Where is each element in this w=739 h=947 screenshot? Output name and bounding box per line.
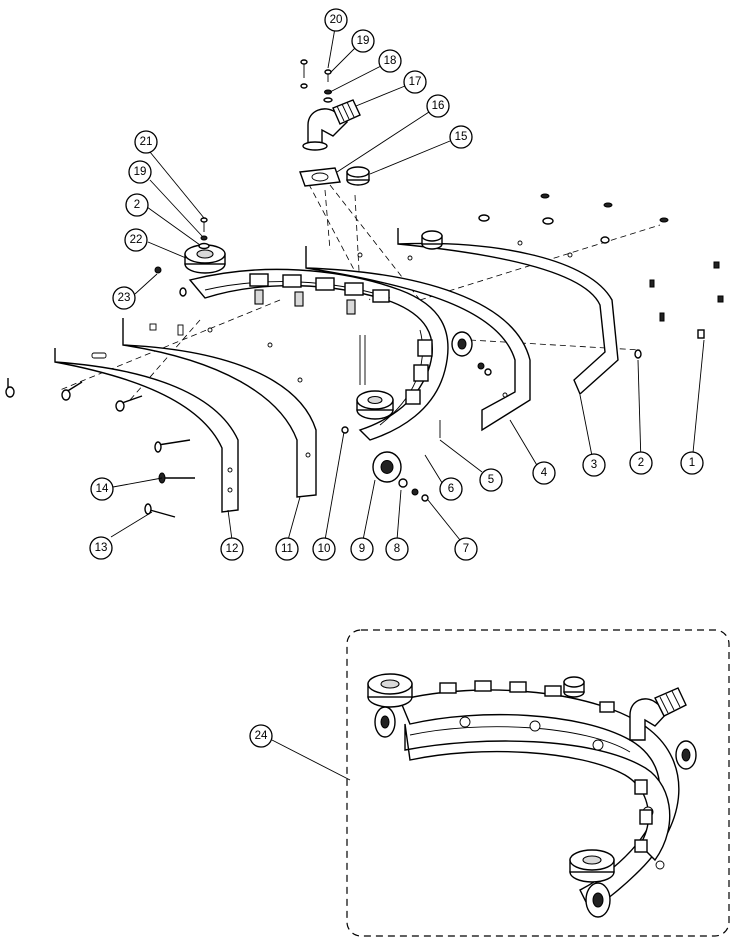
callout-11: 11 (275, 537, 299, 561)
roller-22 (184, 244, 226, 274)
callout-12: 12 (220, 537, 244, 561)
callout-label: 5 (488, 474, 494, 486)
knob-15 (346, 166, 370, 186)
assembled-frame (399, 680, 680, 911)
screws-21-19-2 (198, 217, 210, 250)
frame-segment (188, 268, 449, 441)
callout-22: 22 (124, 228, 148, 252)
callout-7: 7 (454, 537, 478, 561)
callout-label: 18 (384, 55, 397, 67)
callout-label: 23 (118, 292, 131, 304)
callout-label: 22 (130, 234, 143, 246)
band-4 (305, 246, 531, 432)
callout-label: 16 (432, 100, 445, 112)
band-12 (54, 348, 239, 513)
band-3 (397, 228, 619, 396)
callout-18: 18 (378, 49, 402, 73)
callout-15: 15 (449, 125, 473, 149)
callout-10: 10 (312, 537, 336, 561)
callout-label: 2 (638, 457, 644, 469)
callout-2: 2 (629, 451, 653, 475)
callout-label: 17 (409, 76, 422, 88)
callout-5: 5 (479, 468, 503, 492)
callout-label: 4 (541, 467, 548, 479)
band-11 (122, 318, 317, 498)
flange-16 (299, 167, 341, 187)
hardware-right (154, 193, 724, 502)
caster-wheel-9 (372, 331, 473, 483)
callout-label: 10 (318, 543, 331, 555)
callout-label: 19 (357, 35, 370, 47)
callout-1: 1 (680, 451, 704, 475)
callout-8: 8 (385, 537, 409, 561)
callout-13: 13 (89, 536, 113, 560)
callout-label: 6 (448, 483, 454, 495)
callout-3: 3 (582, 453, 606, 477)
assembled-wheel-right (675, 740, 697, 770)
callout-label: 21 (140, 136, 153, 148)
callout-label: 13 (95, 542, 108, 554)
callout-9: 9 (350, 537, 374, 561)
callout-16: 16 (426, 94, 450, 118)
knob-on-band (421, 230, 443, 250)
assembled-roller-left (367, 673, 413, 738)
callout-23: 23 (112, 286, 136, 310)
elbow-fitting-17 (302, 99, 361, 151)
callout-label: 15 (455, 131, 468, 143)
callout-17: 17 (403, 70, 427, 94)
assembled-roller-bottom (569, 849, 615, 918)
callout-14: 14 (90, 477, 114, 501)
callout-19: 19 (351, 29, 375, 53)
callout-label: 19 (134, 166, 147, 178)
callout-4: 4 (532, 461, 556, 485)
callout-label: 11 (281, 543, 293, 555)
callout-label: 3 (591, 459, 597, 471)
assembled-knob (563, 676, 585, 698)
callout-label: 8 (394, 543, 400, 555)
screws-20-19-18 (300, 59, 333, 103)
center-roller (356, 335, 394, 420)
callout-label: 12 (226, 543, 239, 555)
callout-2-left: 2 (125, 193, 149, 217)
callout-20: 20 (324, 8, 348, 32)
callout-21: 21 (134, 130, 158, 154)
assembled-view-frame (346, 629, 730, 937)
callout-label: 14 (96, 483, 109, 495)
callout-19-left: 19 (128, 160, 152, 184)
callout-label: 20 (330, 14, 343, 26)
callout-24: 24 (249, 724, 273, 748)
assembled-elbow (629, 687, 687, 741)
leader-lines (110, 27, 705, 781)
callout-6: 6 (439, 477, 463, 501)
callout-label: 7 (463, 543, 469, 555)
callout-label: 2 (134, 199, 140, 211)
callout-label: 1 (689, 457, 695, 469)
callout-label: 24 (255, 730, 268, 742)
callout-label: 9 (359, 543, 365, 555)
